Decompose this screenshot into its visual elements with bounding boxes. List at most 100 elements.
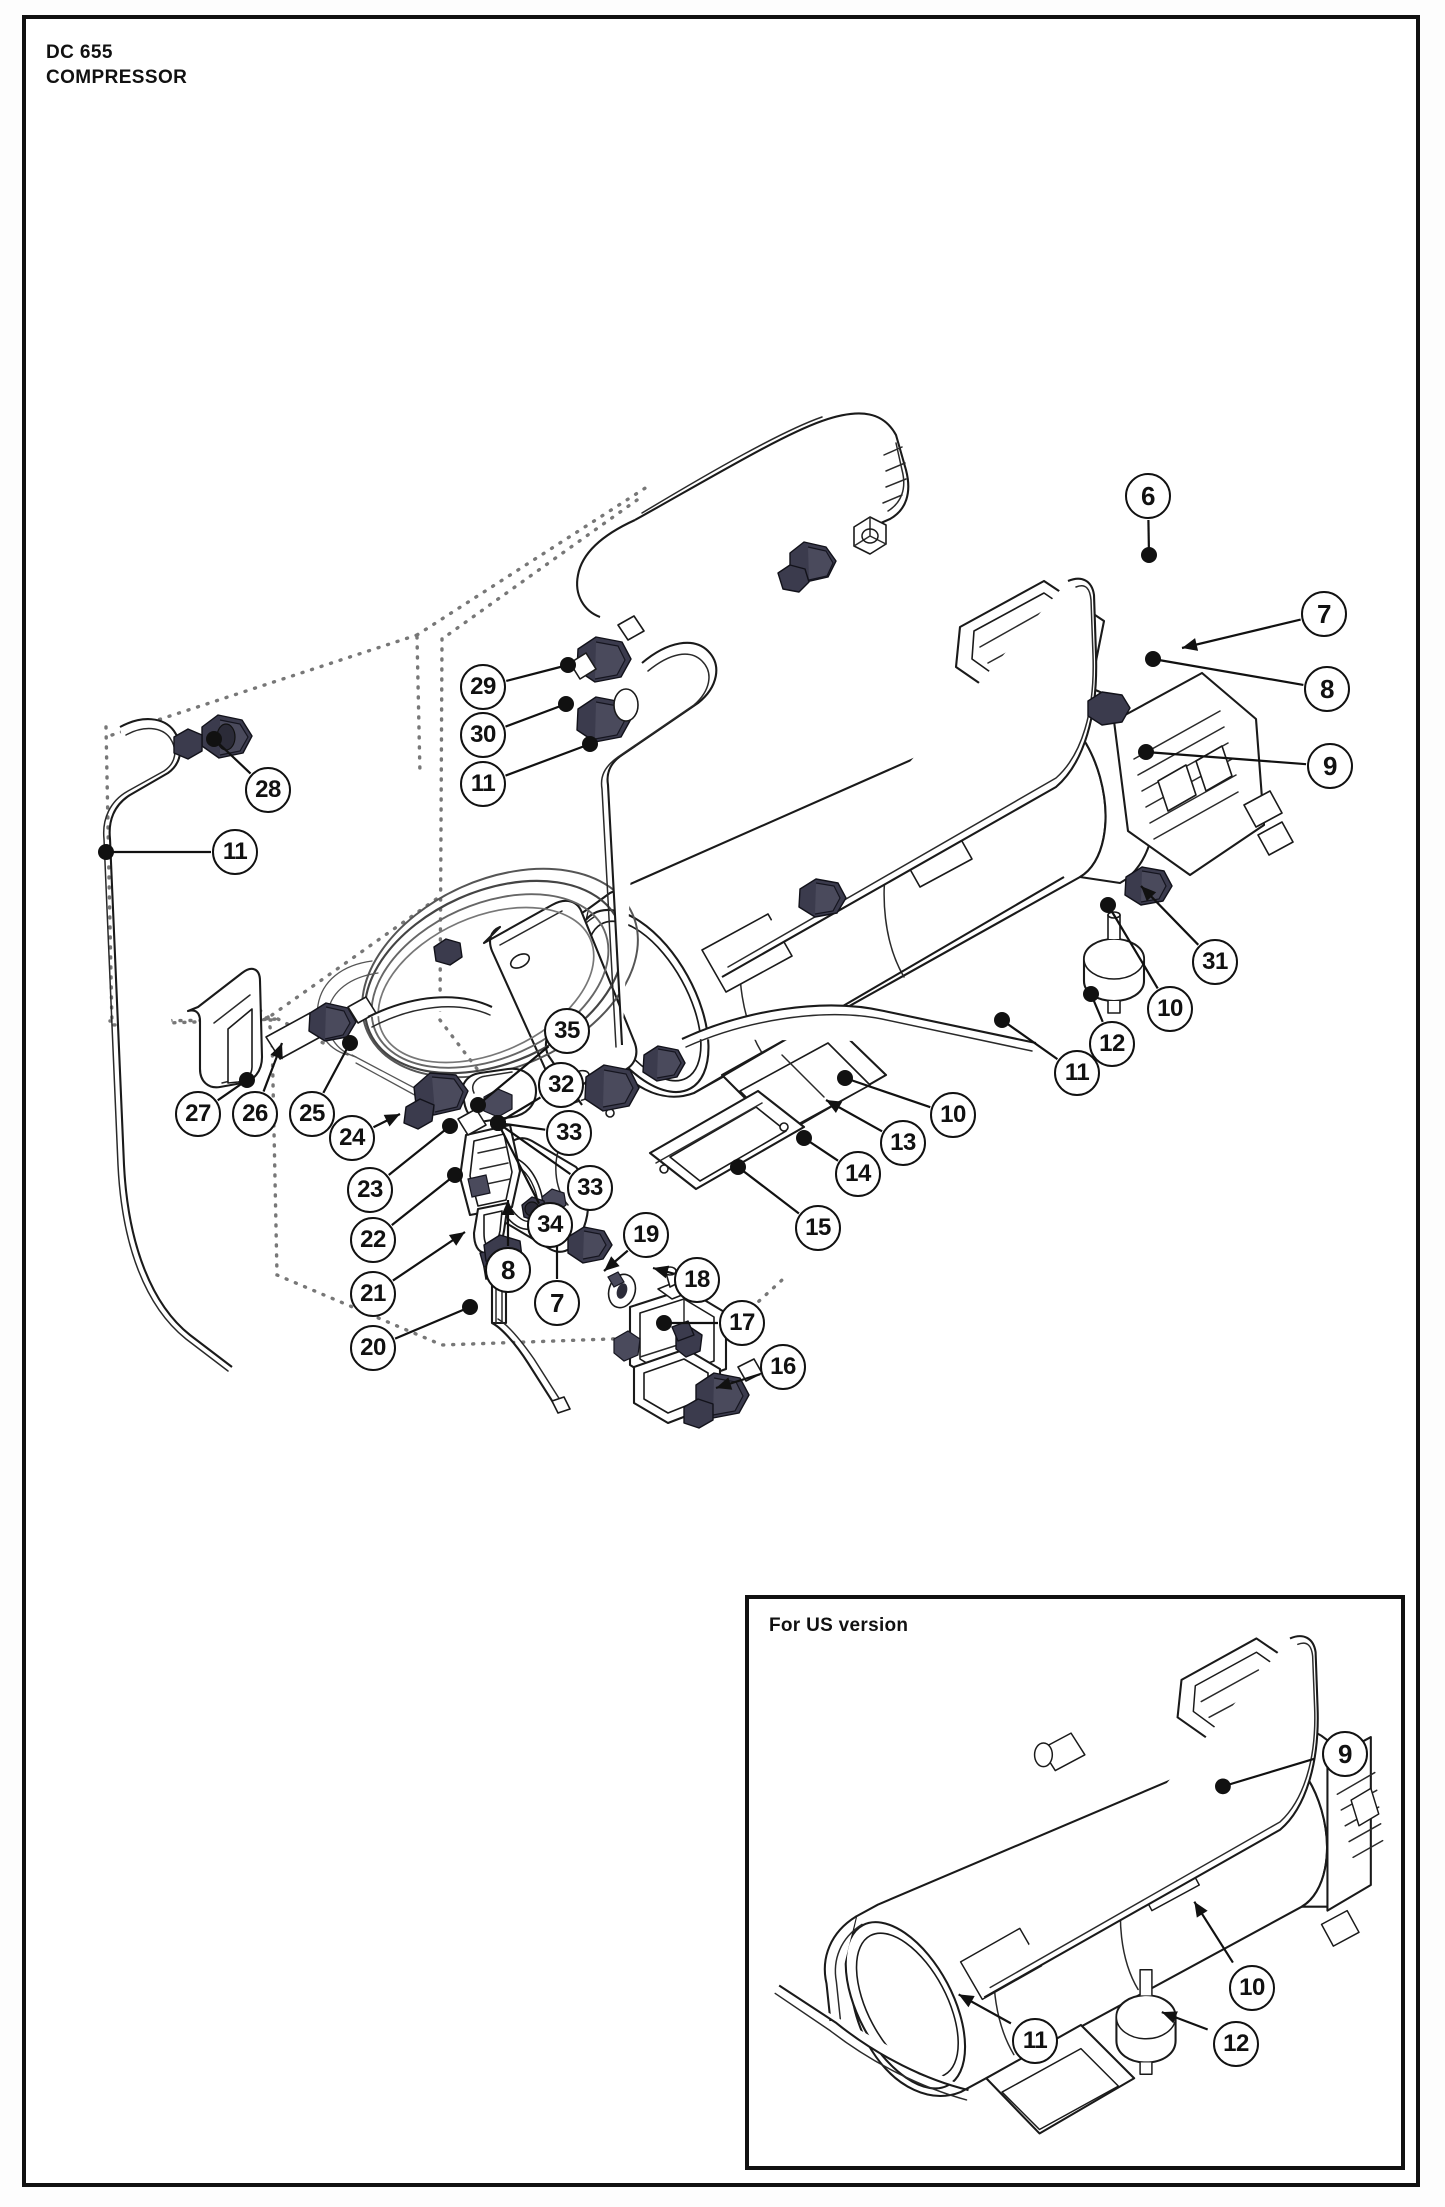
leader-anchor-dot bbox=[1083, 986, 1099, 1002]
inset-callout-balloon-12[interactable]: 12 bbox=[1213, 2021, 1259, 2067]
inset-part-12-mount bbox=[1115, 1969, 1177, 2076]
exploded-assembly-drawing: .ln{fill:none;stroke:#1a1a1a;stroke-widt… bbox=[22, 15, 1420, 2187]
callout-balloon-34[interactable]: 34 bbox=[527, 1202, 573, 1248]
callout-balloon-33[interactable]: 33 bbox=[567, 1165, 613, 1211]
fitting-7 bbox=[853, 516, 887, 555]
leader-line bbox=[477, 1045, 550, 1106]
leader-line bbox=[1001, 1019, 1059, 1061]
leader-line bbox=[737, 1166, 800, 1215]
leader-line bbox=[505, 663, 569, 683]
clamp-body-left bbox=[798, 878, 847, 918]
callout-balloon-11[interactable]: 11 bbox=[460, 761, 506, 807]
callout-balloon-26[interactable]: 26 bbox=[232, 1091, 278, 1137]
clamp-body-right bbox=[1087, 691, 1131, 726]
leader-anchor-dot bbox=[442, 1118, 458, 1134]
callout-balloon-8[interactable]: 8 bbox=[485, 1247, 531, 1293]
callout-balloon-11[interactable]: 11 bbox=[212, 829, 258, 875]
leader-anchor-dot bbox=[1100, 897, 1116, 913]
leader-line bbox=[1152, 657, 1304, 687]
callout-balloon-18[interactable]: 18 bbox=[674, 1257, 720, 1303]
callout-balloon-15[interactable]: 15 bbox=[795, 1205, 841, 1251]
leader-arrowhead bbox=[383, 1114, 400, 1127]
callout-balloon-8[interactable]: 8 bbox=[1304, 666, 1350, 712]
leader-line bbox=[322, 1042, 351, 1094]
tube-11-center bbox=[600, 641, 718, 1048]
fastener-7-lower bbox=[567, 1226, 613, 1264]
page-title-line1: DC 655 bbox=[46, 42, 113, 63]
leader-anchor-dot bbox=[470, 1097, 486, 1113]
callout-balloon-10[interactable]: 10 bbox=[1147, 986, 1193, 1032]
callout-balloon-28[interactable]: 28 bbox=[245, 767, 291, 813]
fitting-13 bbox=[584, 1064, 640, 1112]
callout-balloon-33[interactable]: 33 bbox=[546, 1110, 592, 1156]
leader-line bbox=[391, 1174, 456, 1226]
callout-balloon-11[interactable]: 11 bbox=[1054, 1050, 1100, 1096]
callout-balloon-7[interactable]: 7 bbox=[534, 1280, 580, 1326]
leader-line bbox=[1107, 904, 1159, 989]
leader-line bbox=[505, 742, 591, 777]
part-12-mount bbox=[1082, 911, 1146, 1014]
regulator-cluster bbox=[457, 1067, 538, 1280]
callout-balloon-31[interactable]: 31 bbox=[1192, 939, 1238, 985]
leader-line bbox=[213, 738, 252, 775]
leader-anchor-dot bbox=[98, 844, 114, 860]
part-30-fitting bbox=[576, 688, 639, 743]
leader-line bbox=[844, 1076, 931, 1109]
callout-balloon-25[interactable]: 25 bbox=[289, 1091, 335, 1137]
leader-arrowhead bbox=[501, 1200, 515, 1215]
us-version-drawing: .iln{fill:none;stroke:#1a1a1a;stroke-wid… bbox=[774, 1635, 1384, 2135]
leader-anchor-dot bbox=[1145, 651, 1161, 667]
leader-anchor-dot bbox=[582, 736, 598, 752]
callout-balloon-27[interactable]: 27 bbox=[175, 1091, 221, 1137]
callout-balloon-10[interactable]: 10 bbox=[930, 1092, 976, 1138]
inset-leader-anchor-dot bbox=[1215, 1778, 1231, 1795]
inset-leader-arrowhead bbox=[1161, 2011, 1178, 2024]
leader-line bbox=[497, 1122, 572, 1176]
inset-leader-arrowhead bbox=[958, 1994, 975, 2008]
leader-anchor-dot bbox=[994, 1012, 1010, 1028]
callout-balloon-13[interactable]: 13 bbox=[880, 1120, 926, 1166]
inset-callout-balloon-10[interactable]: 10 bbox=[1229, 1965, 1275, 2011]
leader-arrowhead bbox=[448, 1232, 465, 1246]
callout-balloon-17[interactable]: 17 bbox=[719, 1300, 765, 1346]
leader-anchor-dot bbox=[447, 1167, 463, 1183]
inset-callout-balloon-9[interactable]: 9 bbox=[1322, 1731, 1368, 1777]
leader-anchor-dot bbox=[1141, 547, 1157, 563]
leader-anchor-dot bbox=[206, 731, 222, 747]
callout-balloon-22[interactable]: 22 bbox=[350, 1217, 396, 1263]
leader-anchor-dot bbox=[796, 1130, 812, 1146]
callout-balloon-9[interactable]: 9 bbox=[1307, 743, 1353, 789]
leader-arrowhead bbox=[716, 1377, 733, 1390]
leader-line bbox=[1145, 750, 1307, 766]
washer-19 bbox=[607, 1271, 637, 1309]
callout-balloon-6[interactable]: 6 bbox=[1125, 473, 1171, 519]
leader-line bbox=[388, 1125, 451, 1176]
callout-balloon-21[interactable]: 21 bbox=[350, 1271, 396, 1317]
callout-balloon-35[interactable]: 35 bbox=[544, 1008, 590, 1054]
callout-balloon-7[interactable]: 7 bbox=[1301, 591, 1347, 637]
inset-title: For US version bbox=[769, 1615, 909, 1636]
callout-balloon-19[interactable]: 19 bbox=[623, 1212, 669, 1258]
callout-balloon-32[interactable]: 32 bbox=[538, 1062, 584, 1108]
callout-balloon-16[interactable]: 16 bbox=[760, 1344, 806, 1390]
fitting-8-upper bbox=[777, 541, 837, 593]
callout-balloon-24[interactable]: 24 bbox=[329, 1115, 375, 1161]
callout-balloon-20[interactable]: 20 bbox=[350, 1325, 396, 1371]
inset-callout-balloon-11[interactable]: 11 bbox=[1012, 2018, 1058, 2064]
callout-balloon-12[interactable]: 12 bbox=[1089, 1021, 1135, 1067]
hose-6 bbox=[576, 412, 910, 618]
callout-balloon-29[interactable]: 29 bbox=[460, 664, 506, 710]
tube-11-right bbox=[681, 1004, 1037, 1052]
leader-line bbox=[394, 1305, 471, 1340]
callout-balloon-23[interactable]: 23 bbox=[347, 1167, 393, 1213]
leader-anchor-dot bbox=[558, 696, 574, 712]
page-title-line2: COMPRESSOR bbox=[46, 67, 188, 89]
callout-balloon-30[interactable]: 30 bbox=[460, 712, 506, 758]
leader-anchor-dot bbox=[837, 1070, 853, 1086]
leader-anchor-dot bbox=[656, 1315, 672, 1331]
leader-line bbox=[497, 1096, 542, 1124]
leader-anchor-dot bbox=[239, 1072, 255, 1088]
compressor-body bbox=[555, 577, 1294, 1191]
callout-balloon-14[interactable]: 14 bbox=[835, 1151, 881, 1197]
